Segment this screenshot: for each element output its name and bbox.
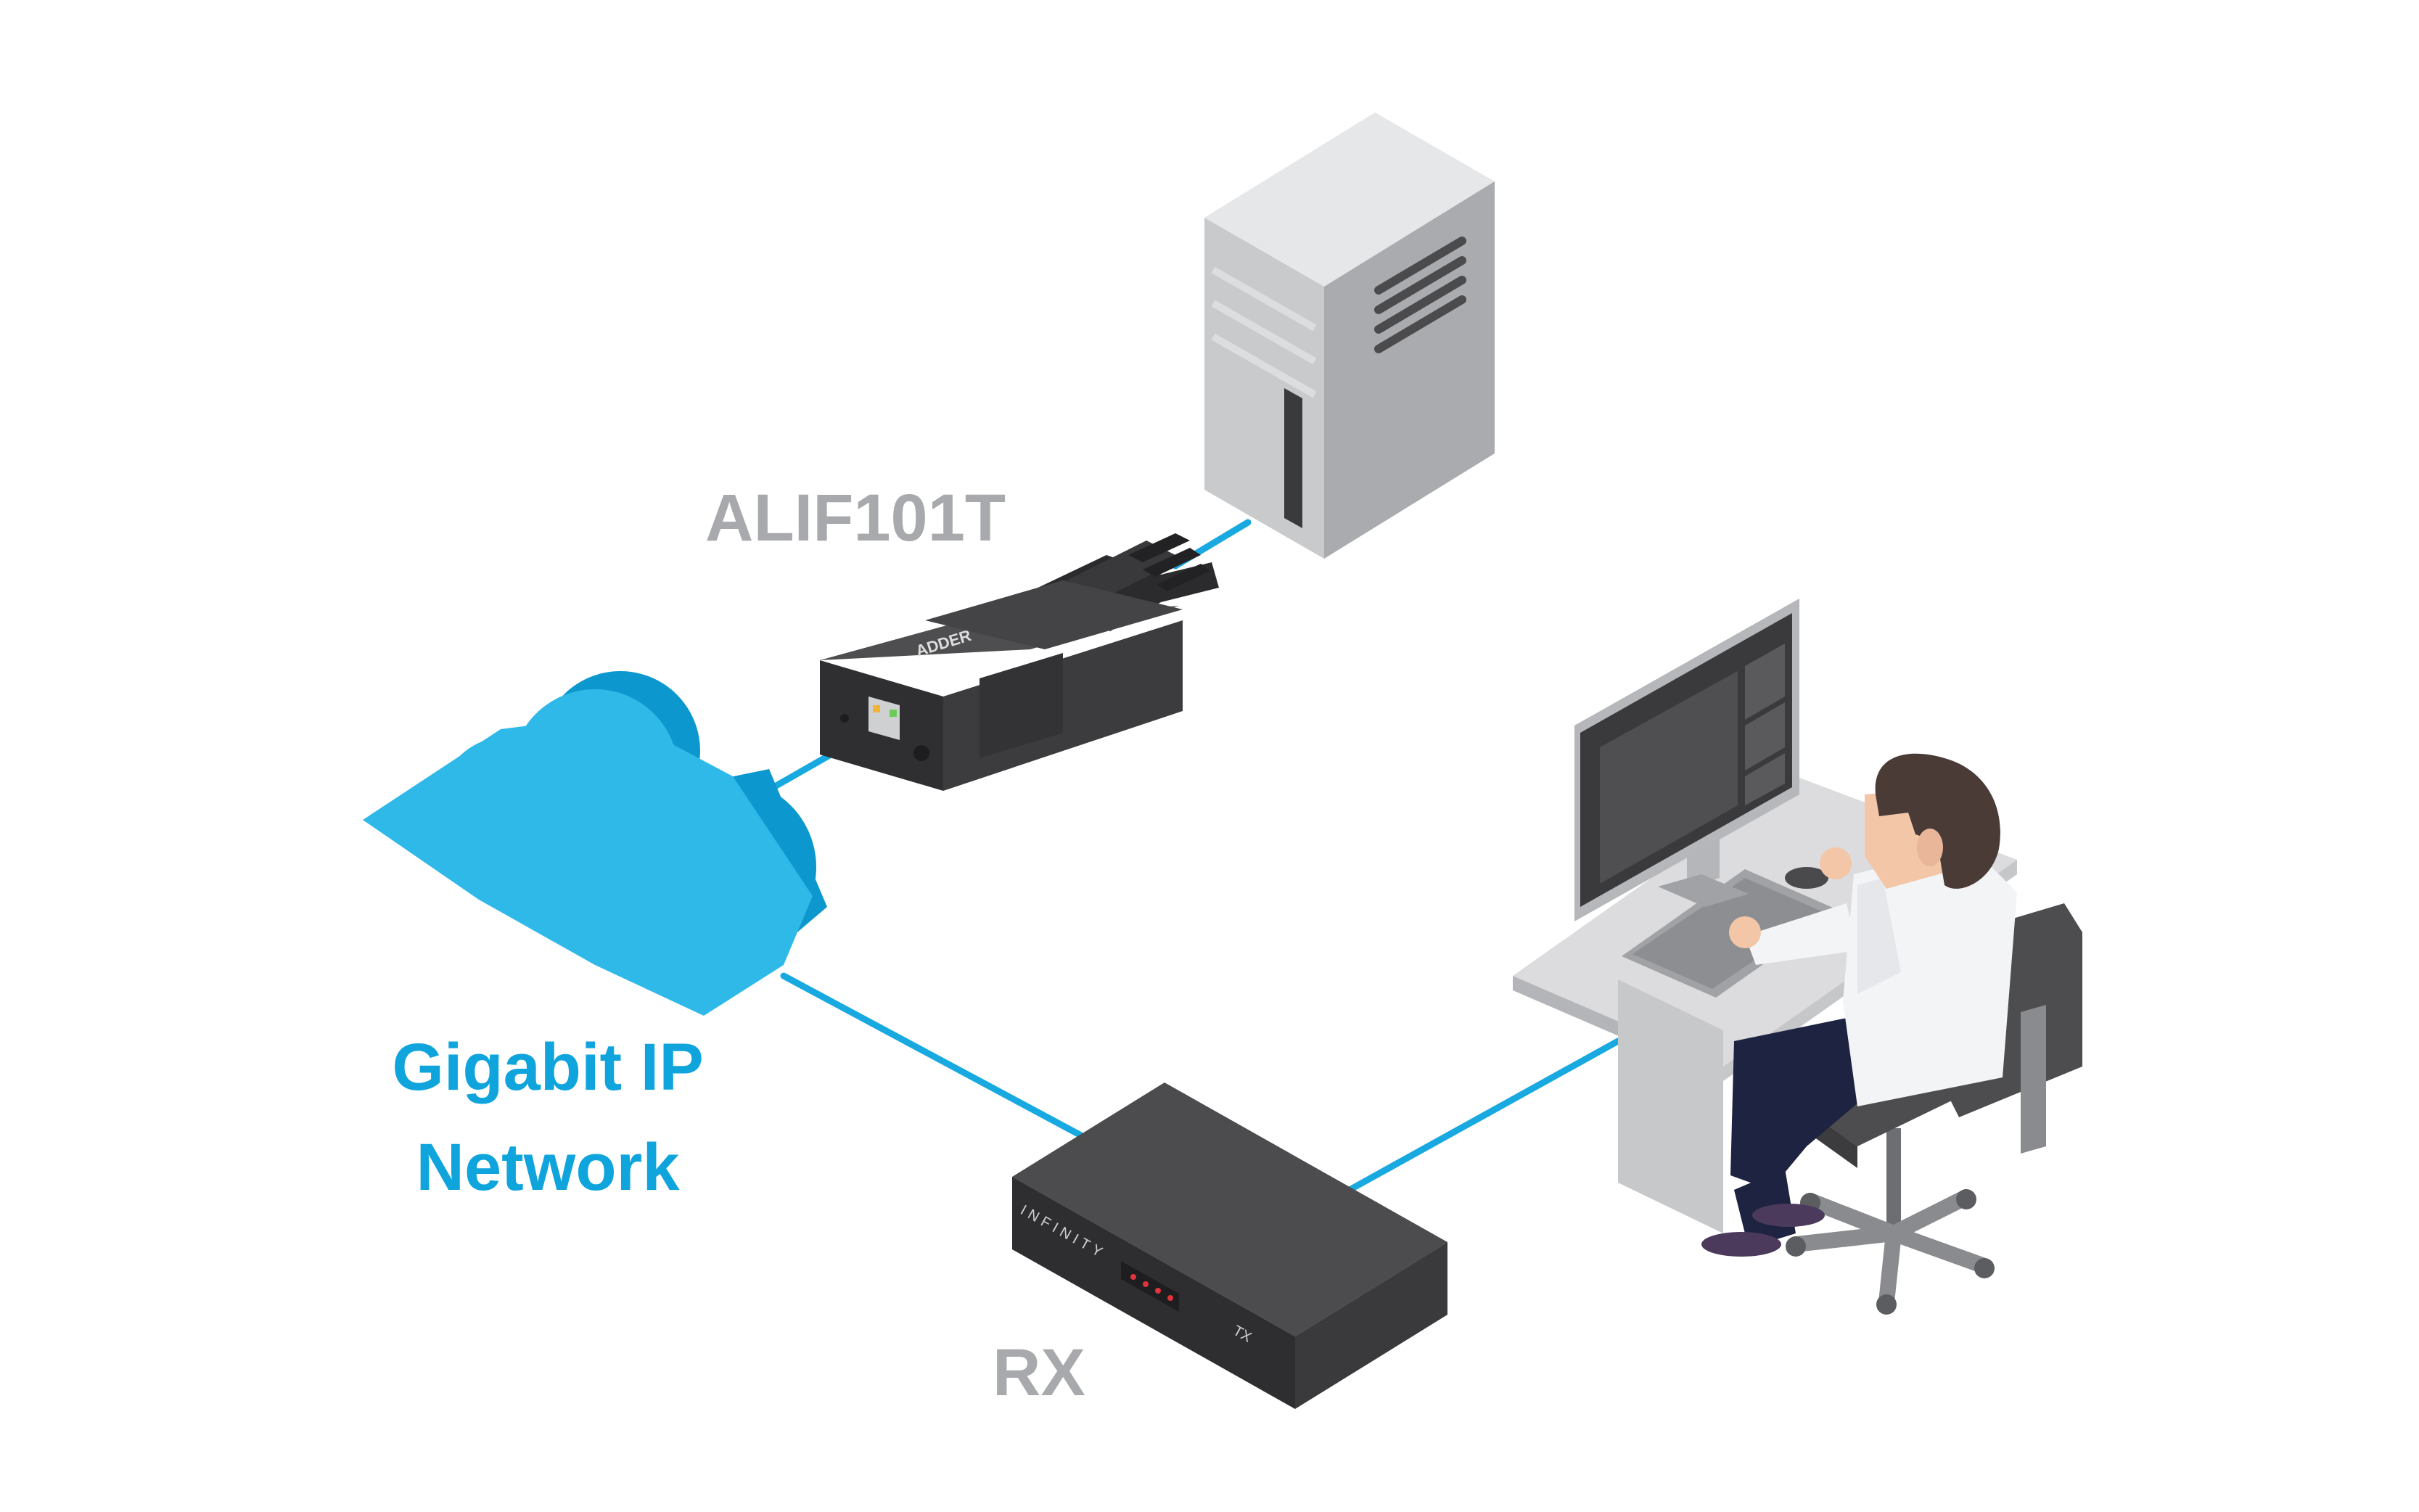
network-label-line1: Gigabit IP bbox=[392, 1030, 704, 1104]
pc-tower-icon bbox=[1204, 112, 1495, 559]
network-label: Gigabit IP Network bbox=[348, 1017, 747, 1217]
kvm-dongle-icon: ADDER bbox=[820, 533, 1219, 791]
rx-unit-icon: INFINITY TX bbox=[1012, 1082, 1447, 1409]
link-cloud-rx bbox=[780, 972, 1085, 1139]
link-rx-workstation bbox=[1346, 1038, 1622, 1193]
network-links bbox=[751, 519, 1622, 1193]
transmitter-label: ALIF101T bbox=[705, 481, 1006, 555]
user-icon bbox=[1701, 753, 2017, 1257]
cloud-icon bbox=[363, 671, 827, 1016]
network-label-line2: Network bbox=[416, 1130, 680, 1204]
receiver-label: RX bbox=[993, 1336, 1085, 1410]
